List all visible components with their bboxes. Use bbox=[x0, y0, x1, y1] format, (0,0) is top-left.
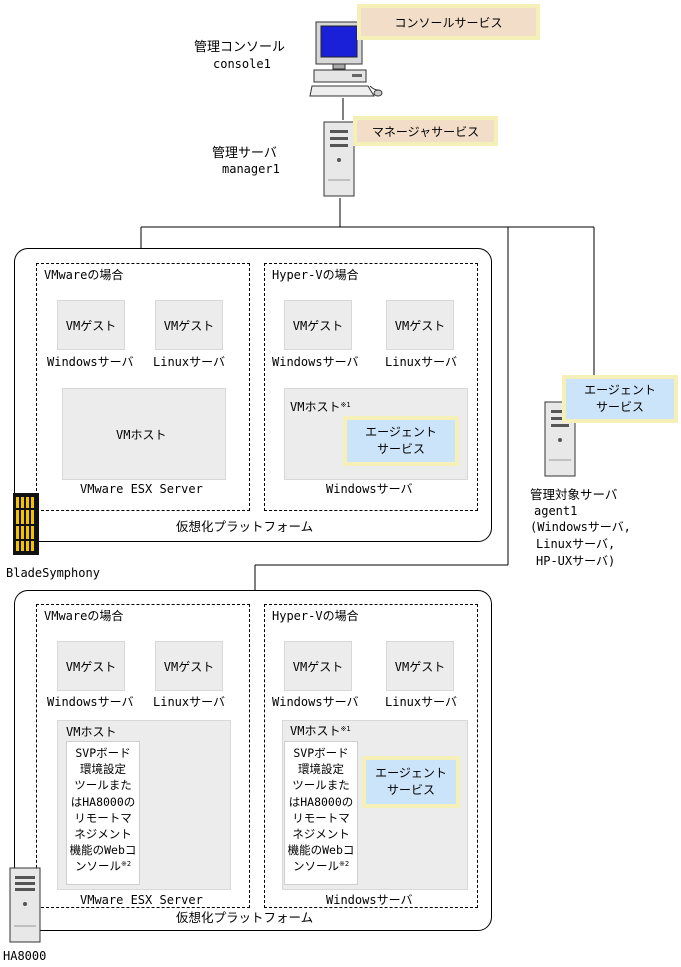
console-service-label: コンソールサービス bbox=[394, 15, 503, 30]
svp-line: リモートマ bbox=[74, 810, 132, 825]
vm-guest-label: VMゲスト bbox=[163, 318, 215, 333]
lower-vmware-guest-linux: VMゲスト bbox=[155, 641, 223, 691]
agent-line1: エージェント bbox=[365, 425, 437, 439]
lower-vmware-title: VMwareの場合 bbox=[44, 609, 124, 623]
manager-service-label: マネージャサービス bbox=[371, 124, 480, 139]
upper-vmware-title: VMwareの場合 bbox=[44, 268, 124, 282]
upper-platform-label: 仮想化プラットフォーム bbox=[176, 519, 314, 534]
svp-line: ツールまた bbox=[74, 778, 132, 793]
svp-line: SVPボード bbox=[293, 746, 349, 760]
vm-guest-label: VMゲスト bbox=[394, 659, 446, 674]
console-label: 管理コンソール bbox=[194, 40, 286, 55]
lower-hyperv-guest-windows: VMゲスト bbox=[284, 641, 352, 691]
lower-hyperv-windows-label: Windowsサーバ bbox=[272, 695, 359, 709]
svp-line: ツールまた bbox=[292, 778, 350, 793]
lower-vmware-linux-label: Linuxサーバ bbox=[153, 695, 226, 709]
note-2-marker: ※2 bbox=[120, 860, 132, 869]
lower-vmware-vmhost-label: VMホスト bbox=[66, 725, 117, 739]
lower-hyperv-guest-linux: VMゲスト bbox=[386, 641, 454, 691]
svp-line-last: ンソール※2 bbox=[292, 859, 350, 874]
ha8000-label: HA8000 bbox=[3, 949, 47, 963]
ha8000-server-icon bbox=[9, 867, 41, 943]
upper-esx-label: VMware ESX Server bbox=[80, 482, 203, 496]
lower-platform-label: 仮想化プラットフォーム bbox=[176, 910, 314, 925]
vm-guest-label: VMゲスト bbox=[394, 318, 446, 333]
upper-hyperv-linux-label: Linuxサーバ bbox=[385, 355, 458, 369]
agent-server-icon bbox=[544, 401, 576, 477]
agent-service-line2: サービス bbox=[595, 400, 644, 414]
vm-guest-label: VMゲスト bbox=[65, 318, 117, 333]
lower-vmware-guest-windows: VMゲスト bbox=[57, 641, 125, 691]
agent-server-host: agent1 bbox=[534, 504, 578, 518]
svp-line: 機能のWebコ bbox=[69, 843, 137, 858]
svp-line-last: ンソール※2 bbox=[74, 859, 132, 874]
vm-guest-label: VMゲスト bbox=[65, 659, 117, 674]
console-host: console1 bbox=[213, 57, 271, 71]
svp-line: 環境設定 bbox=[80, 762, 126, 777]
upper-hyperv-area bbox=[264, 263, 478, 511]
agent-server-label: 管理対象サーバ bbox=[530, 487, 618, 502]
svp-line: ネジメント bbox=[74, 827, 132, 842]
upper-hyperv-vmhost-label: VMホスト※1 bbox=[290, 400, 351, 414]
upper-vmware-vmhost-label: VMホスト bbox=[116, 428, 167, 442]
upper-hyperv-windows-label: Windowsサーバ bbox=[272, 355, 359, 369]
svp-line: SVPボード bbox=[75, 746, 131, 760]
upper-vmware-vmhost bbox=[62, 388, 226, 480]
svp-line: 機能のWebコ bbox=[287, 843, 355, 858]
agent-os-line2: Linuxサーバ, bbox=[536, 537, 616, 551]
manager-service-box: マネージャサービス bbox=[353, 116, 498, 146]
upper-hyperv-agent-service: エージェントサービス bbox=[343, 416, 459, 466]
upper-hyperv-os-label: Windowsサーバ bbox=[326, 482, 413, 496]
console-pc-icon bbox=[309, 21, 383, 97]
vm-guest-label: VMゲスト bbox=[292, 659, 344, 674]
svp-line: 環境設定 bbox=[298, 762, 344, 777]
note-2-marker: ※2 bbox=[338, 860, 350, 869]
note-1-marker: ※1 bbox=[340, 401, 351, 409]
bladesymphony-icon bbox=[13, 493, 39, 555]
lower-vmware-svp-console: SVPボード 環境設定 ツールまた はHA8000の リモートマ ネジメント 機… bbox=[66, 741, 140, 885]
svp-line: リモートマ bbox=[292, 810, 350, 825]
svp-line: はHA8000の bbox=[70, 794, 136, 809]
svp-line: はHA8000の bbox=[288, 794, 354, 809]
agent-service-box: エージェント サービス bbox=[562, 375, 678, 423]
svp-line: ネジメント bbox=[292, 827, 350, 842]
manager-label: 管理サーバ bbox=[212, 146, 277, 161]
agent-line2: サービス bbox=[376, 442, 425, 456]
lower-hyperv-agent-service: エージェントサービス bbox=[362, 756, 460, 808]
upper-vmware-windows-label: Windowsサーバ bbox=[47, 355, 134, 369]
agent-os-line1: (Windowsサーバ, bbox=[530, 520, 631, 534]
agent-line1: エージェント bbox=[375, 766, 447, 780]
lower-hyperv-linux-label: Linuxサーバ bbox=[385, 695, 458, 709]
agent-os-line3: HP-UXサーバ) bbox=[536, 554, 616, 568]
lower-vmware-area bbox=[36, 604, 250, 908]
lower-hyperv-title: Hyper-Vの場合 bbox=[272, 609, 359, 623]
lower-hyperv-os-label: Windowsサーバ bbox=[326, 893, 413, 907]
vm-guest-label: VMゲスト bbox=[292, 318, 344, 333]
bladesymphony-label: BladeSymphony bbox=[6, 566, 100, 580]
upper-vmware-guest-linux: VMゲスト bbox=[155, 300, 223, 350]
lower-hyperv-vmhost-label: VMホスト※1 bbox=[290, 724, 351, 738]
upper-vmware-area bbox=[36, 263, 250, 511]
upper-hyperv-title: Hyper-Vの場合 bbox=[272, 268, 359, 282]
upper-hyperv-guest-linux: VMゲスト bbox=[386, 300, 454, 350]
note-1-marker: ※1 bbox=[340, 725, 351, 733]
lower-esx-label: VMware ESX Server bbox=[80, 893, 203, 907]
upper-vmware-linux-label: Linuxサーバ bbox=[153, 355, 226, 369]
lower-hyperv-svp-console: SVPボード 環境設定 ツールまた はHA8000の リモートマ ネジメント 機… bbox=[284, 741, 358, 885]
lower-vmware-windows-label: Windowsサーバ bbox=[47, 695, 134, 709]
agent-service-line1: エージェント bbox=[584, 383, 656, 397]
vm-guest-label: VMゲスト bbox=[163, 659, 215, 674]
manager-host: manager1 bbox=[222, 162, 280, 176]
upper-vmware-guest-windows: VMゲスト bbox=[57, 300, 125, 350]
console-service-box: コンソールサービス bbox=[357, 4, 540, 40]
upper-hyperv-guest-windows: VMゲスト bbox=[284, 300, 352, 350]
agent-line2: サービス bbox=[386, 783, 435, 797]
lower-hyperv-area bbox=[264, 604, 478, 908]
manager-server-icon bbox=[323, 121, 355, 197]
